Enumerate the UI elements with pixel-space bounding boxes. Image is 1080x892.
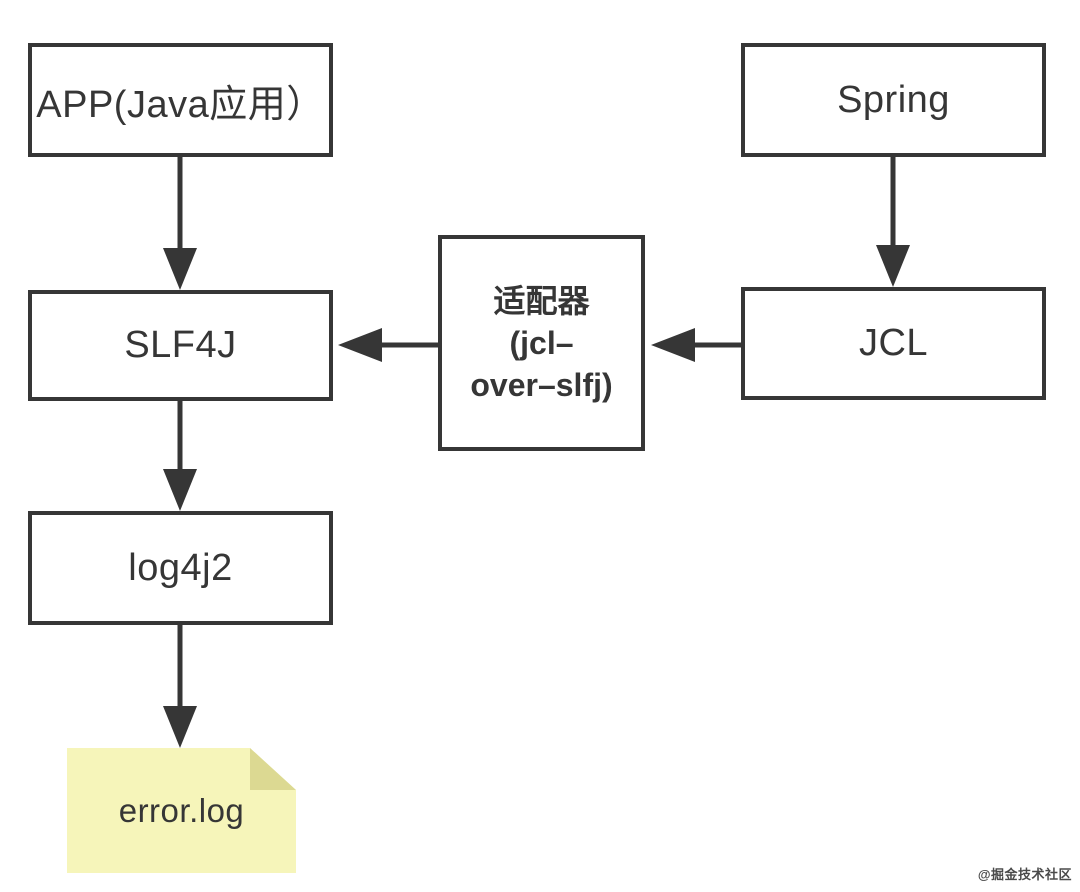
arrowhead-adapter-to-slf4j <box>338 328 382 362</box>
node-jcl-label: JCL <box>858 322 929 364</box>
node-app-java-label: APP(Java应用） <box>36 83 325 126</box>
arrowhead-jcl-to-adapter <box>651 328 695 362</box>
node-log4j2-label: log4j2 <box>128 546 233 589</box>
error-log-note-fold-corner <box>250 748 296 790</box>
node-spring: Spring <box>741 43 1046 157</box>
node-adapter-label-line-2: (jcl– <box>509 324 574 361</box>
node-app-java: APP(Java应用） <box>28 43 333 157</box>
node-slf4j: SLF4J <box>28 290 333 401</box>
error-log-note-body <box>67 748 296 873</box>
node-error-log-note-label: error.log <box>118 791 245 829</box>
arrowhead-log4j2-to-errorlog <box>163 706 197 748</box>
arrowhead-spring-to-jcl <box>876 245 910 287</box>
node-spring-label: Spring <box>837 78 950 121</box>
node-adapter-jcl-over-slfj: 适配器 (jcl– over–slfj) <box>438 235 645 451</box>
node-adapter-label: 适配器 (jcl– over–slfj) <box>470 280 612 407</box>
node-adapter-label-line-3: over–slfj) <box>470 367 613 404</box>
node-adapter-label-line-1: 适配器 <box>493 282 590 319</box>
node-log4j2: log4j2 <box>28 511 333 625</box>
node-slf4j-label: SLF4J <box>124 324 237 366</box>
arrowhead-app-to-slf4j <box>163 248 197 290</box>
node-jcl: JCL <box>741 287 1046 400</box>
arrowhead-slf4j-to-log4j2 <box>163 469 197 511</box>
watermark-text: @掘金技术社区 <box>977 867 1072 882</box>
